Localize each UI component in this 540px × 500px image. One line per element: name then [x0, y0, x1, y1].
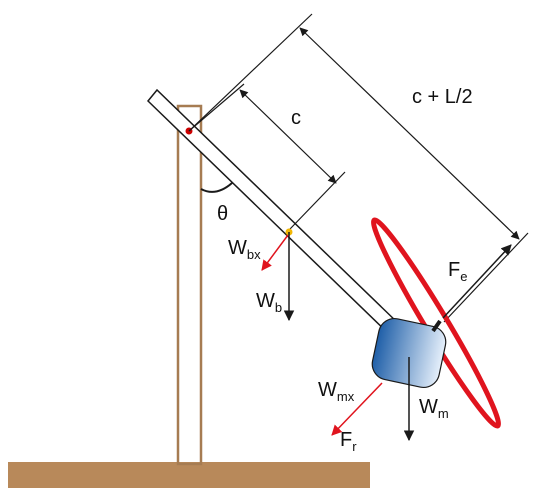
label-wmx: Wmx [318, 379, 355, 404]
motor-housing [371, 317, 447, 389]
label-c: c [291, 107, 301, 129]
fe-thrust-arrow [442, 244, 512, 319]
support-post [176, 104, 203, 466]
dimension-cl2-ext-start [188, 13, 313, 132]
label-wbx-sub: bx [247, 247, 261, 262]
label-fe: Fe [448, 259, 467, 284]
ground-base [8, 462, 370, 488]
wmx-force-arrow [331, 382, 383, 436]
label-wbx: Wbx [228, 237, 261, 262]
label-c-plus-l2: c + L/2 [412, 86, 473, 108]
dimension-c-ext-end [289, 171, 346, 230]
dimension-c-ext-start [188, 83, 245, 132]
label-wb-sub: b [275, 300, 282, 315]
dimension-cl2-ext-end [443, 232, 529, 323]
dimension-c-line [239, 89, 337, 184]
wbx-force-arrow [261, 234, 289, 271]
label-wbx-main: W [228, 237, 247, 259]
label-fe-sub: e [460, 269, 467, 284]
label-fr-sub: r [352, 439, 357, 454]
label-wm: Wm [419, 396, 449, 421]
motor-shaft [431, 319, 442, 333]
theta-angle-arc [200, 182, 233, 193]
label-wm-sub: m [438, 406, 449, 421]
label-fr: Fr [340, 429, 357, 454]
label-theta: θ [217, 203, 228, 225]
label-wb-main: W [256, 290, 275, 312]
dimension-cl2-line [299, 27, 520, 240]
label-fe-main: F [448, 259, 460, 281]
label-wmx-sub: mx [337, 389, 355, 404]
label-wm-main: W [419, 396, 438, 418]
label-wmx-main: W [318, 379, 337, 401]
label-wb: Wb [256, 290, 282, 315]
label-fr-main: F [340, 429, 352, 451]
